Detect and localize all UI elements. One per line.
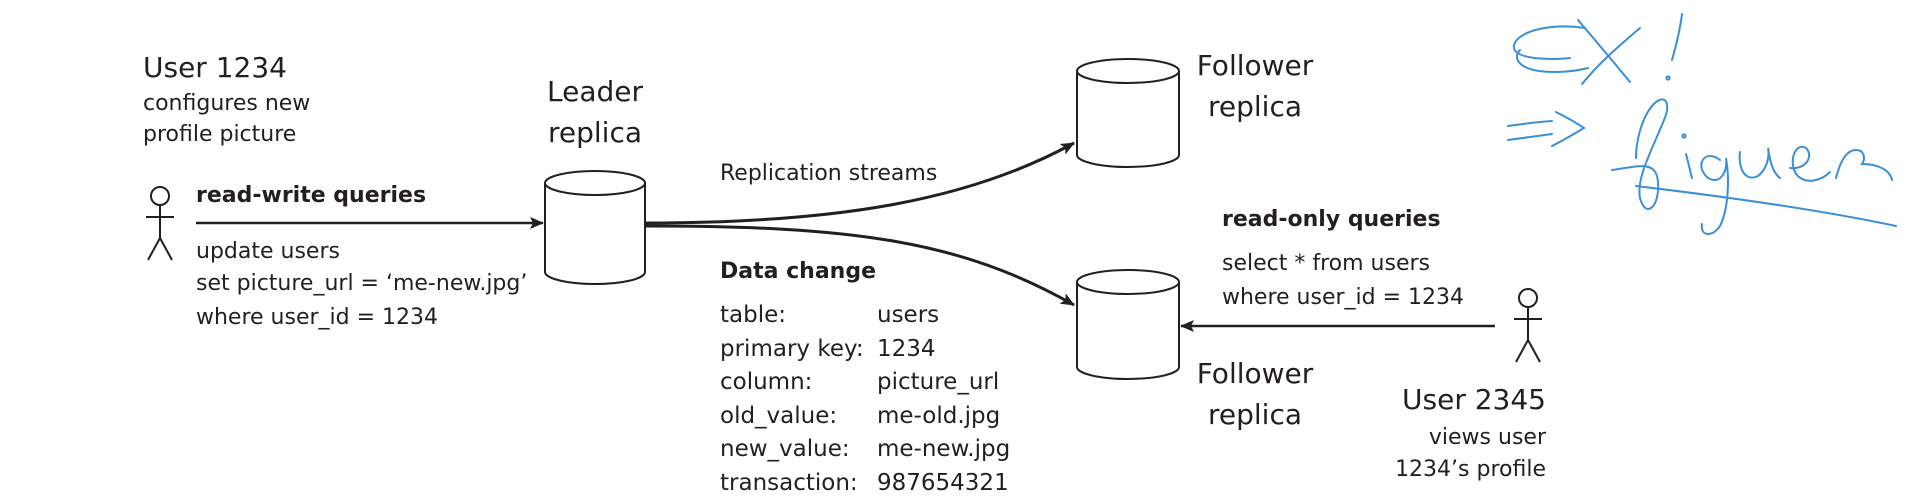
data-change-key: old_value: [720,402,838,429]
replication-stream-bottom-arrow [645,224,1075,307]
data-change-key: transaction: [720,469,858,496]
user-2345-caption-line2: 1234’s profile [1395,457,1546,482]
follower-top-database-icon [1076,58,1180,168]
follower-bottom-label-line2: replica [1207,398,1302,431]
write-query-line1: update users [196,239,340,264]
read-only-queries-heading: read-only queries [1222,207,1441,232]
user-1234-caption-line2: profile picture [143,122,297,147]
data-change-value: users [877,302,940,328]
user-2345-caption-line1: views user [1428,425,1546,450]
data-change-value: me-new.jpg [877,436,1011,462]
data-change-key: new_value: [720,436,850,462]
follower-bottom-database-icon [1076,269,1180,380]
read-write-queries-heading: read-write queries [196,183,427,208]
replication-streams-label: Replication streams [720,161,938,186]
follower-bottom-label-line1: Follower [1196,357,1314,390]
leader-replica-database-icon [544,170,646,285]
user-2345-figure-icon [1514,288,1542,363]
user-1234-name: User 1234 [143,51,287,84]
user-2345-name: User 2345 [1402,383,1546,416]
data-change-heading: Data change [720,259,877,284]
data-change-value: picture_url [877,369,1000,395]
handwritten-note-figure [1507,13,1897,235]
replication-stream-top-arrow [645,141,1075,225]
user-1234-caption-line1: configures new [143,91,311,116]
write-query-line3: where user_id = 1234 [196,305,439,330]
leader-label-line2: replica [547,116,642,149]
data-change-value: 987654321 [877,469,1009,496]
data-change-value: 1234 [877,335,936,362]
write-query-line2: set picture_url = ‘me-new.jpg’ [196,271,528,296]
read-query-line1: select * from users [1222,251,1430,276]
leader-label-line1: Leader [546,75,643,108]
data-change-key: column: [720,369,813,395]
data-change-value: me-old.jpg [877,402,1001,429]
data-change-key: primary key: [720,335,864,362]
data-change-key: table: [720,302,787,328]
follower-top-label-line2: replica [1207,90,1302,123]
follower-top-label-line1: Follower [1196,49,1314,82]
read-query-line2: where user_id = 1234 [1222,285,1465,310]
user-1234-figure-icon [146,186,174,261]
